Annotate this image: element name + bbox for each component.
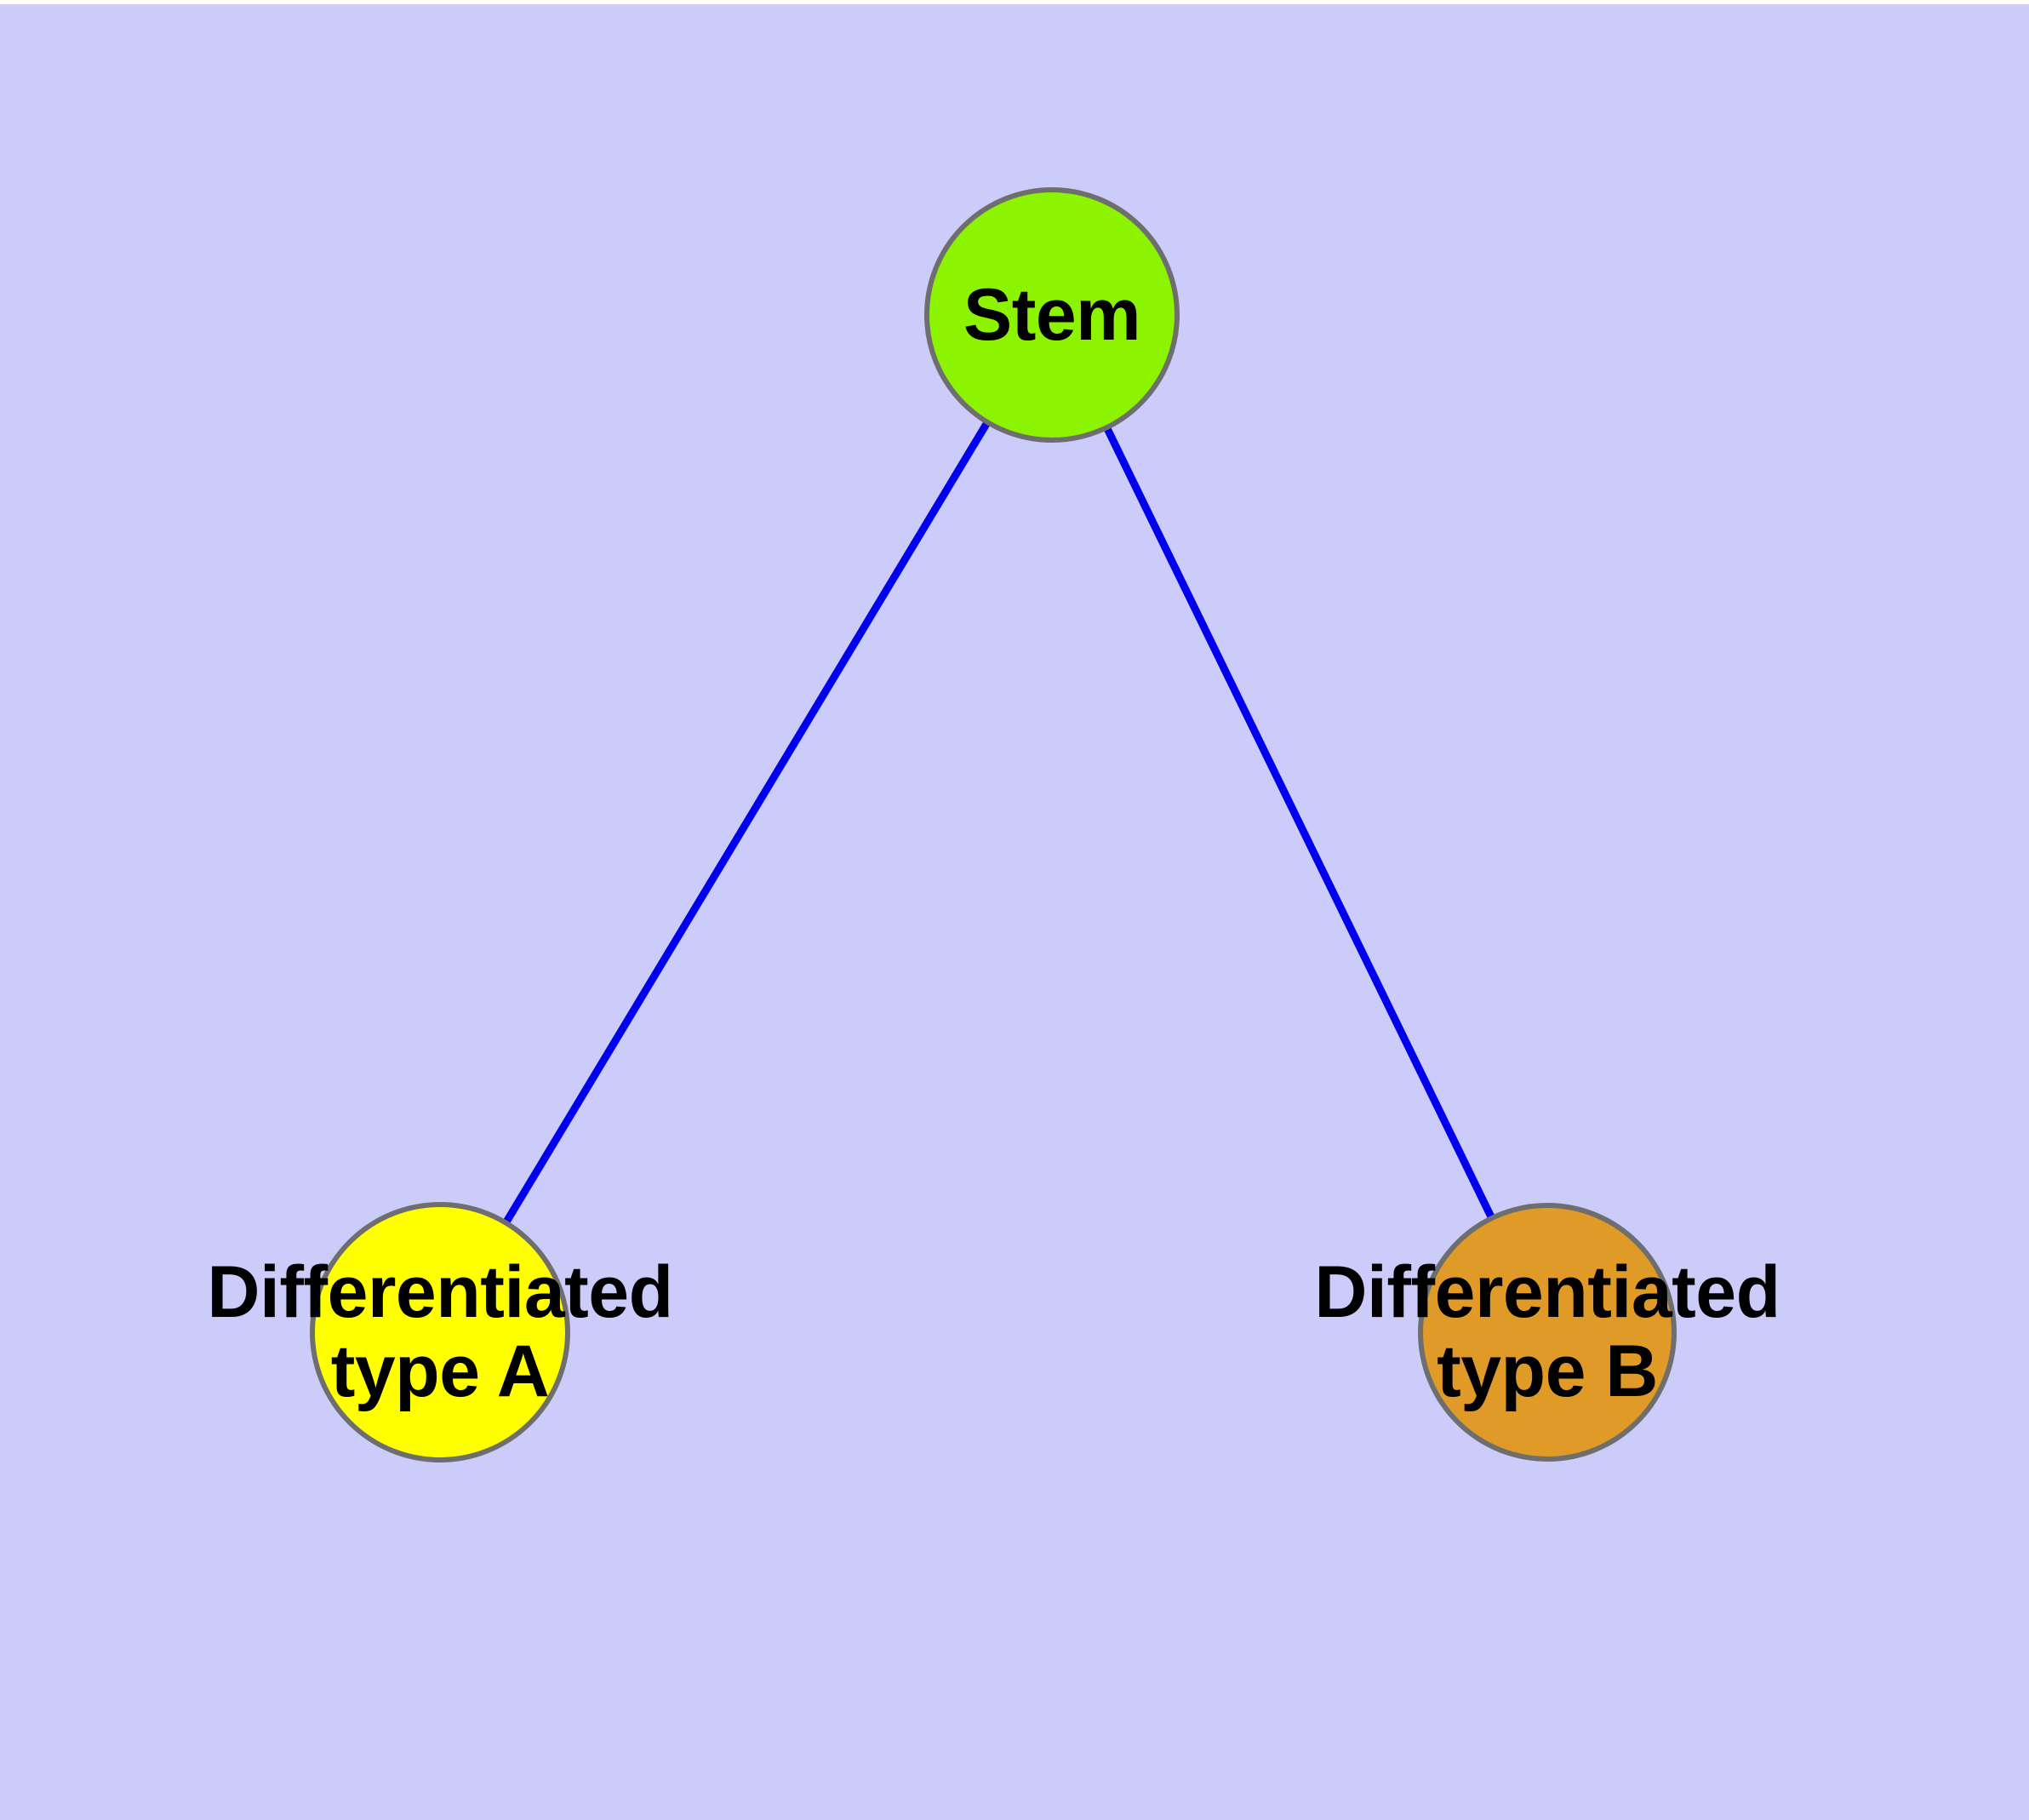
node-circle-diff_b[interactable] <box>1418 1203 1677 1462</box>
graph-edge[interactable] <box>1048 313 1552 1334</box>
edges-group <box>437 312 1552 1335</box>
node-label-diff_a: Differentiated type A <box>207 1251 673 1412</box>
node-label-stem: Stem <box>963 273 1141 356</box>
node-circle-stem[interactable] <box>924 187 1180 443</box>
graph-node-diff_b[interactable]: Differentiated type B <box>1314 1203 1780 1462</box>
graph-edge[interactable] <box>437 312 1055 1335</box>
graph-edges-layer <box>437 312 1552 1335</box>
node-label-diff_b: Differentiated type B <box>1314 1251 1780 1412</box>
graph-node-stem[interactable]: Stem <box>924 187 1180 443</box>
graph-node-diff_a[interactable]: Differentiated type A <box>207 1202 673 1462</box>
node-circle-diff_a[interactable] <box>310 1202 570 1462</box>
